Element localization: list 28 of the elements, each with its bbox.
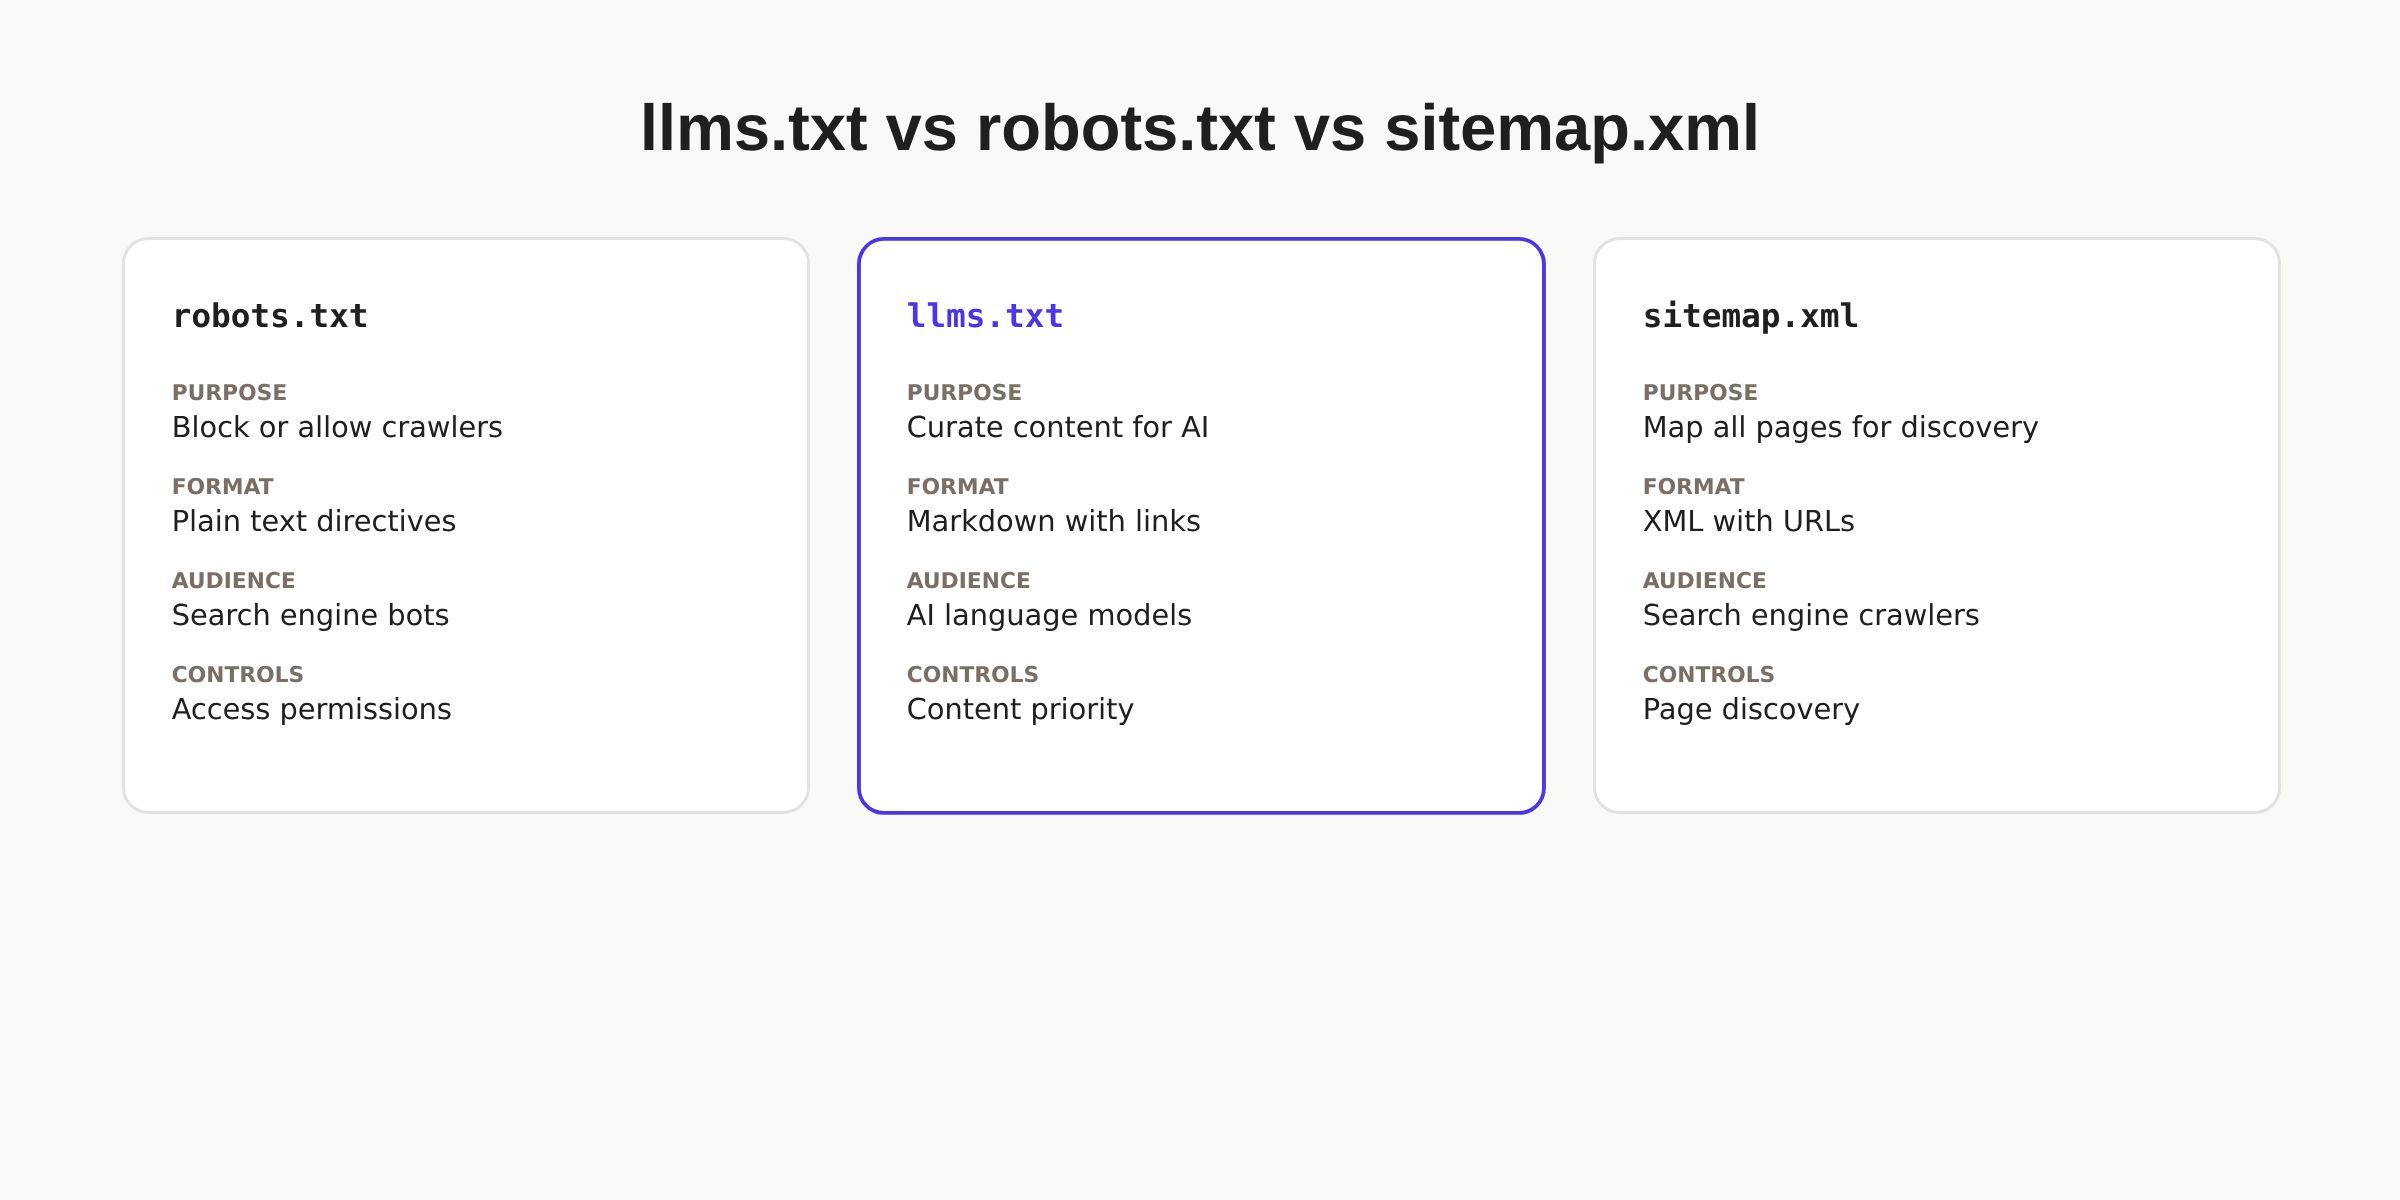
field-value: Page discovery: [1645, 697, 1860, 725]
card-title: llms.txt: [908, 302, 1062, 328]
field-value: Curate content for AI: [908, 415, 1207, 438]
field-value: Search engine bots: [173, 603, 449, 631]
field-value: XML with URLs: [1643, 509, 1854, 532]
field-value: Markdown with links: [909, 509, 1200, 532]
field-value: Block or allow crawlers: [174, 415, 502, 438]
field-label: PURPOSE: [908, 383, 1021, 401]
field-label: FORMAT: [173, 477, 274, 495]
field-label: CONTROLS: [907, 665, 1038, 683]
field-label: PURPOSE: [173, 383, 286, 401]
field-value: Plain text directives: [174, 509, 456, 532]
field-label: FORMAT: [908, 477, 1009, 495]
field-label: CONTROLS: [172, 665, 303, 683]
title: llms.txt vs robots.txt vs sitemap.xml: [644, 102, 1756, 164]
field-label: AUDIENCE: [906, 571, 1030, 589]
field-label: PURPOSE: [1644, 383, 1757, 401]
field-value: AI language models: [906, 603, 1191, 631]
field-label: AUDIENCE: [1642, 571, 1766, 589]
field-value: Map all pages for discovery: [1645, 415, 2039, 443]
card-title: sitemap.xml: [1645, 300, 1857, 334]
card-title: robots.txt: [176, 302, 366, 328]
field-value: Content priority: [908, 697, 1134, 725]
field-value: Search engine crawlers: [1644, 603, 1979, 631]
field-label: AUDIENCE: [171, 571, 295, 589]
field-value: Access permissions: [171, 697, 451, 725]
field-label: CONTROLS: [1643, 665, 1774, 683]
field-label: FORMAT: [1644, 477, 1745, 495]
